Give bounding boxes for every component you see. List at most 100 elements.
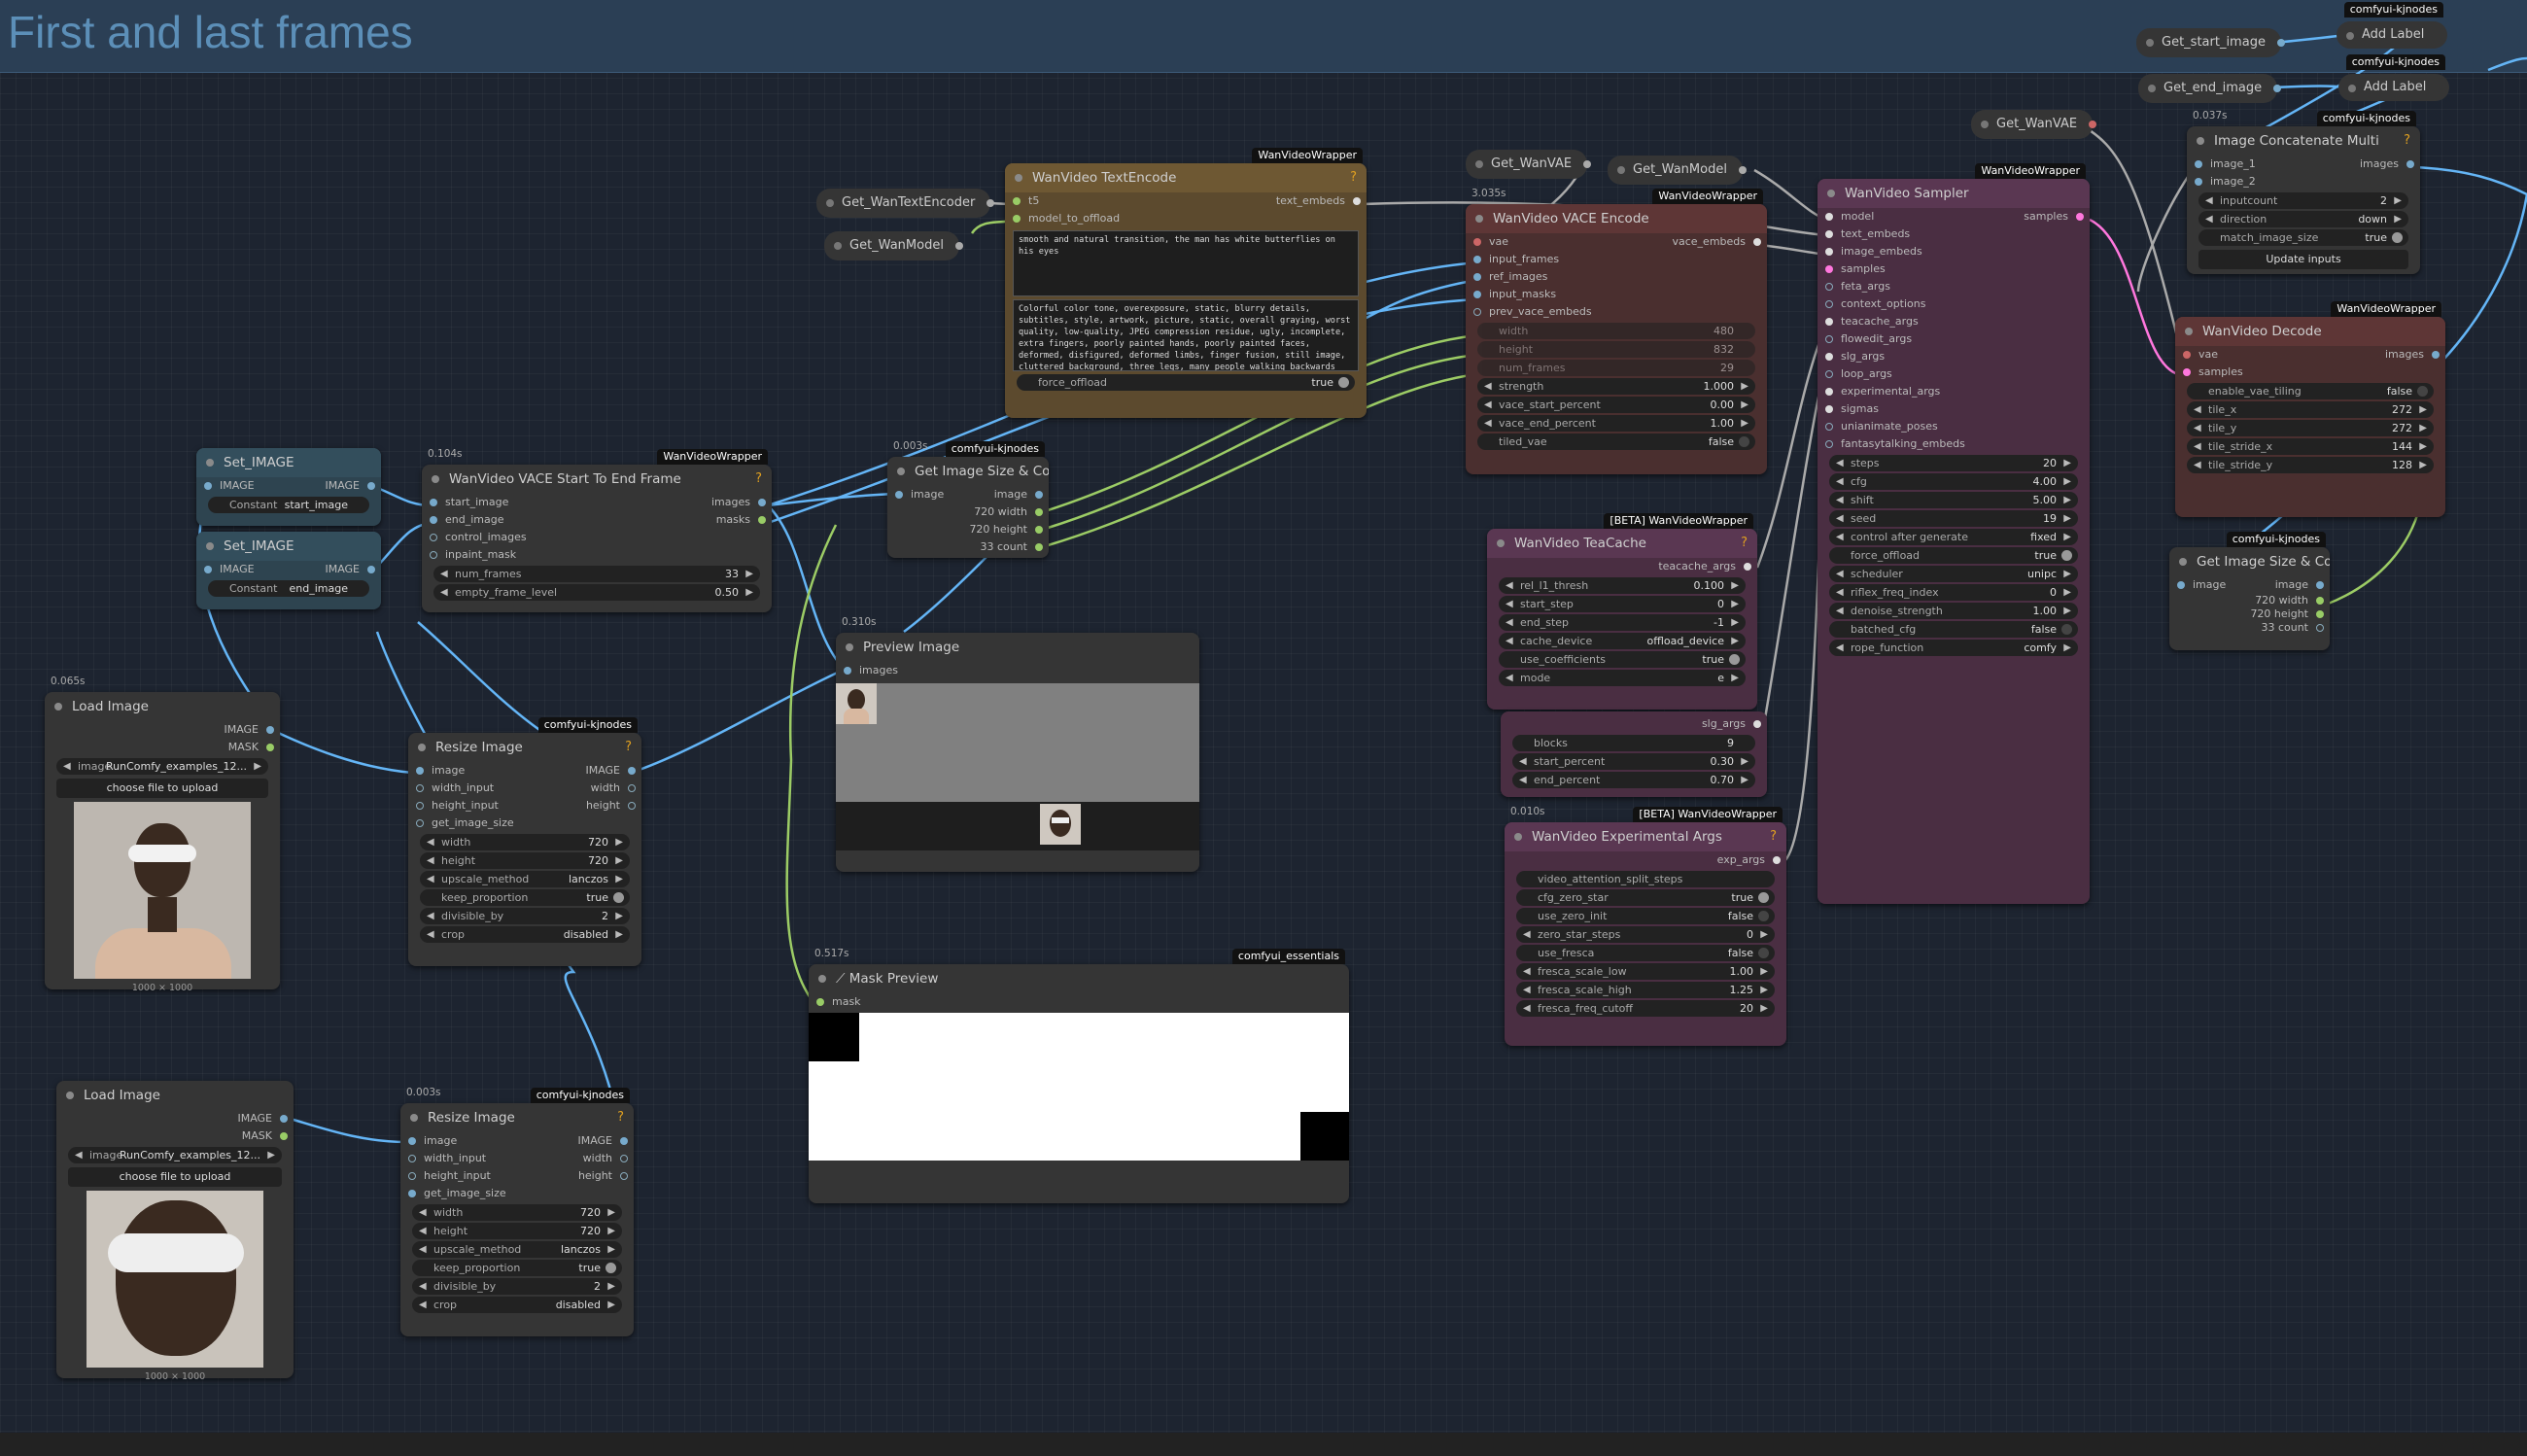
decrement-icon[interactable]: ◀	[1506, 617, 1513, 628]
toggle-knob[interactable]	[606, 1263, 616, 1273]
get-wanvae-right-node[interactable]: Get_WanVAE	[1971, 110, 2097, 139]
decrement-icon[interactable]: ◀	[1836, 513, 1844, 524]
next-icon[interactable]: ▶	[254, 761, 261, 772]
node-title[interactable]: WanVideo Experimental Args?	[1505, 822, 1786, 851]
input-dot[interactable]	[1825, 440, 1833, 448]
decrement-icon[interactable]: ◀	[1484, 399, 1492, 410]
wanvideo-teacache-node[interactable]: [BETA] WanVideoWrapper WanVideo TeaCache…	[1487, 513, 1757, 710]
increment-icon[interactable]: ▶	[2063, 476, 2071, 487]
decrement-icon[interactable]: ◀	[1523, 1003, 1531, 1014]
increment-icon[interactable]: ▶	[2063, 587, 2071, 598]
preview-image-area[interactable]	[836, 683, 1199, 850]
increment-icon[interactable]: ▶	[1741, 399, 1748, 410]
decrement-icon[interactable]: ◀	[1836, 476, 1844, 487]
output-dot[interactable]	[987, 199, 995, 207]
positive-prompt-textarea[interactable]: smooth and natural transition, the man h…	[1013, 230, 1359, 296]
decrement-icon[interactable]: ◀	[1506, 580, 1513, 591]
get-image-size-count-mid-node[interactable]: 0.003s comfyui-kjnodes Get Image Size & …	[887, 440, 1049, 558]
input-dot[interactable]	[1825, 388, 1833, 396]
resize-image-2-node[interactable]: 0.003s comfyui-kjnodes Resize Image? ima…	[400, 1087, 634, 1336]
input-dot[interactable]	[430, 534, 437, 541]
get-wanmodel-mid-node[interactable]: Get_WanModel	[1608, 156, 1747, 185]
get-wanvae-mid-node[interactable]: Get_WanVAE	[1466, 150, 1592, 179]
input-dot[interactable]	[204, 482, 212, 490]
input-dot[interactable]	[1825, 283, 1833, 291]
increment-icon[interactable]: ▶	[2063, 606, 2071, 616]
input-dot[interactable]	[430, 551, 437, 559]
wanvideo-vace-start-to-end-frame-node[interactable]: 0.104s WanVideoWrapper WanVideo VACE Sta…	[422, 448, 772, 612]
input-dot[interactable]	[416, 767, 424, 775]
increment-icon[interactable]: ▶	[1731, 636, 1739, 646]
node-title[interactable]: Get Image Size & Count	[887, 457, 1049, 486]
node-title[interactable]: Load Image	[56, 1081, 294, 1110]
decrement-icon[interactable]: ◀	[419, 1207, 427, 1218]
update-inputs-button[interactable]: Update inputs	[2198, 250, 2408, 269]
increment-icon[interactable]: ▶	[2394, 195, 2402, 206]
input-dot[interactable]	[416, 819, 424, 827]
increment-icon[interactable]: ▶	[1741, 756, 1748, 767]
output-dot[interactable]	[2316, 581, 2324, 589]
increment-icon[interactable]: ▶	[607, 1226, 615, 1236]
increment-icon[interactable]: ▶	[1760, 966, 1768, 977]
decrement-icon[interactable]: ◀	[440, 569, 448, 579]
output-dot[interactable]	[2276, 39, 2285, 47]
preview-image-node[interactable]: 0.310s Preview Image images	[836, 616, 1199, 872]
output-dot[interactable]	[2089, 121, 2097, 128]
output-dot[interactable]	[2432, 351, 2440, 359]
output-dot[interactable]	[758, 499, 766, 506]
output-dot[interactable]	[1753, 720, 1761, 728]
increment-icon[interactable]: ▶	[1741, 418, 1748, 429]
decrement-icon[interactable]: ◀	[1836, 532, 1844, 542]
input-dot[interactable]	[1825, 213, 1833, 221]
increment-icon[interactable]: ▶	[1731, 673, 1739, 683]
output-dot[interactable]	[1744, 563, 1751, 571]
decrement-icon[interactable]: ◀	[1836, 569, 1844, 579]
node-title[interactable]: Set_IMAGE	[196, 532, 381, 561]
node-title[interactable]: WanVideo VACE Start To End Frame?	[422, 465, 772, 494]
input-dot[interactable]	[1013, 197, 1021, 205]
help-icon[interactable]: ?	[625, 740, 632, 754]
input-dot[interactable]	[430, 499, 437, 506]
increment-icon[interactable]: ▶	[615, 874, 623, 884]
toggle-knob[interactable]	[2061, 624, 2072, 635]
increment-icon[interactable]: ▶	[2419, 423, 2427, 433]
decrement-icon[interactable]: ◀	[2205, 214, 2213, 225]
input-dot[interactable]	[1473, 238, 1481, 246]
get-wantextencoder-node[interactable]: Get_WanTextEncoder	[816, 189, 995, 218]
get-wanmodel-left-node[interactable]: Get_WanModel	[824, 231, 963, 260]
output-dot[interactable]	[2273, 85, 2282, 92]
output-dot[interactable]	[620, 1137, 628, 1145]
increment-icon[interactable]: ▶	[745, 587, 753, 598]
increment-icon[interactable]: ▶	[2063, 532, 2071, 542]
toggle-knob[interactable]	[1729, 654, 1740, 665]
help-icon[interactable]: ?	[1350, 170, 1357, 185]
add-label-node-2[interactable]: comfyui-kjnodes Add Label	[2338, 54, 2449, 101]
node-title[interactable]: Set_IMAGE	[196, 448, 381, 477]
increment-icon[interactable]: ▶	[2063, 495, 2071, 505]
image-concatenate-multi-node[interactable]: 0.037s comfyui-kjnodes Image Concatenate…	[2187, 110, 2420, 274]
